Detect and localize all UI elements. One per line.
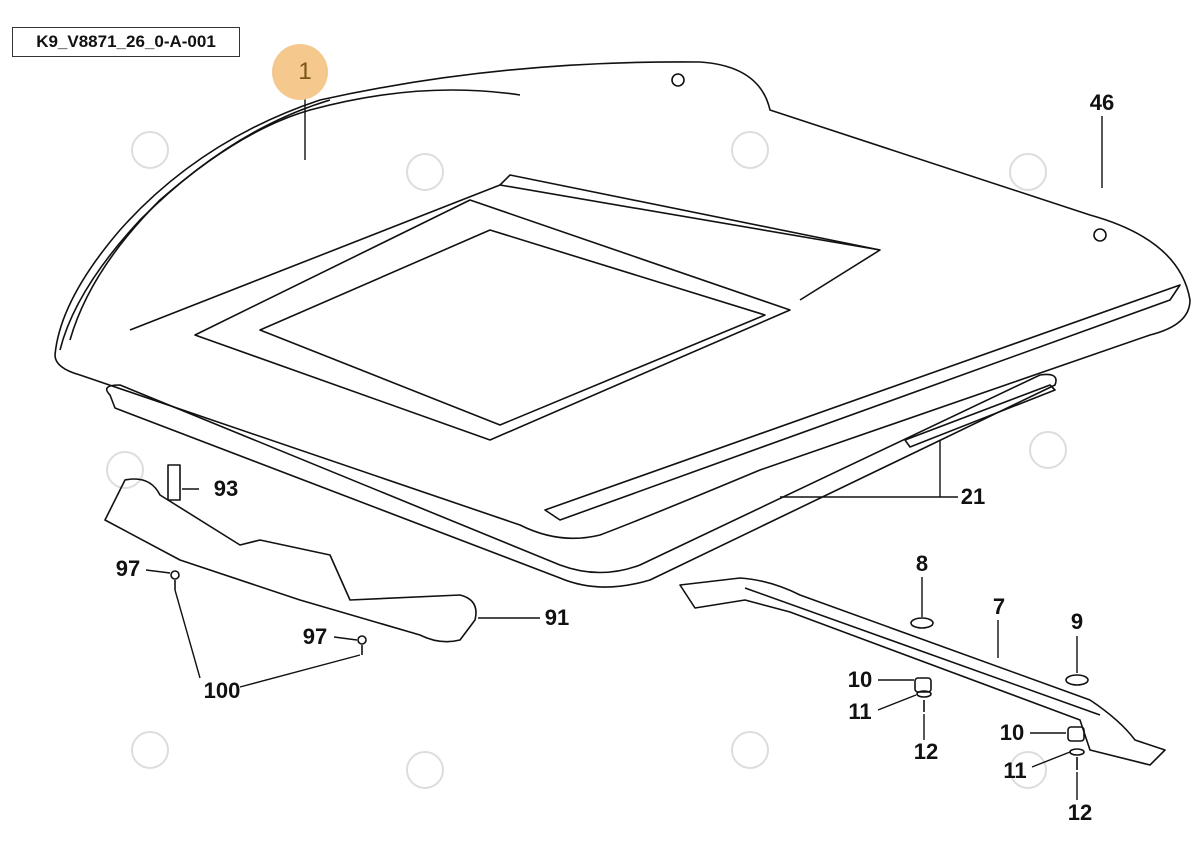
leader-lines: [145, 92, 1103, 800]
highlighted-callout-marker: [272, 44, 328, 100]
roof-panel: [54, 61, 1191, 540]
sunroof-frame: [194, 199, 791, 441]
callout-12[interactable]: 12: [913, 739, 939, 764]
callout-1[interactable]: 1: [298, 58, 312, 85]
cross-member: [679, 577, 1166, 766]
diagram-code-label: K9_V8871_26_0-A-001: [12, 27, 240, 57]
side-bracket: [104, 478, 477, 643]
roof-seal: [105, 373, 1057, 588]
callout-100[interactable]: 100: [203, 678, 241, 703]
spacer-part: [167, 464, 181, 501]
callout-97[interactable]: 97: [302, 624, 328, 649]
callout-46[interactable]: 46: [1089, 90, 1115, 115]
sunroof-glass: [259, 229, 766, 426]
callout-91[interactable]: 91: [544, 605, 570, 630]
callout-9[interactable]: 9: [1070, 609, 1084, 634]
callout-21[interactable]: 21: [960, 484, 986, 509]
callout-11[interactable]: 11: [1003, 758, 1027, 783]
callout-93[interactable]: 93: [213, 476, 239, 501]
callout-10[interactable]: 10: [999, 720, 1025, 745]
callout-8[interactable]: 8: [915, 551, 929, 576]
callout-97[interactable]: 97: [115, 556, 141, 581]
callout-11[interactable]: 11: [848, 699, 872, 724]
callout-12[interactable]: 12: [1067, 800, 1093, 825]
callout-10[interactable]: 10: [847, 667, 873, 692]
trim-strip: [904, 384, 1056, 448]
callout-7[interactable]: 7: [992, 594, 1006, 619]
watermark-logos: [106, 131, 1067, 789]
